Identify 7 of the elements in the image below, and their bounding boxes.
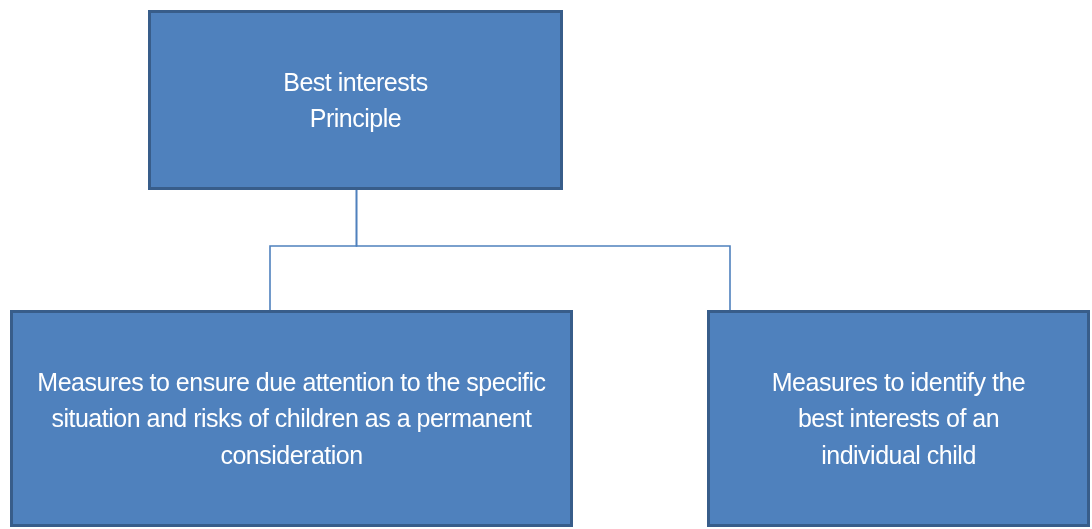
process-box bbox=[148, 10, 563, 190]
process-box bbox=[10, 310, 573, 527]
box-text: Measures to ensure due attention to the specific situation and risks of children as a permanent consideration bbox=[36, 367, 547, 471]
box-text: Measures to identify the best interests of an individual child bbox=[770, 367, 1027, 471]
box-text: Best interests Principle bbox=[282, 66, 429, 134]
connector-line bbox=[355, 189, 731, 311]
process-box bbox=[707, 310, 1090, 527]
